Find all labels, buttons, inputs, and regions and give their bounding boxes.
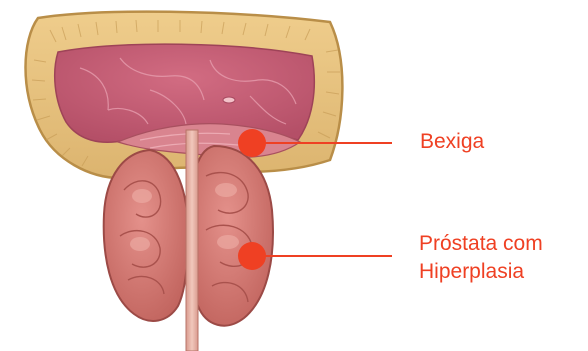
prostate-label: Próstata com Hiperplasia — [419, 230, 543, 286]
prostate-left-mass — [104, 150, 188, 321]
urethra — [186, 130, 198, 351]
prostate-label-line-2: Hiperplasia — [419, 258, 543, 286]
prostate-marker-icon — [238, 242, 266, 270]
bladder-marker-icon — [238, 129, 266, 157]
ureter-opening — [223, 97, 235, 103]
bladder-label: Bexiga — [420, 128, 484, 156]
prostate-label-line-1: Próstata com — [419, 230, 543, 258]
